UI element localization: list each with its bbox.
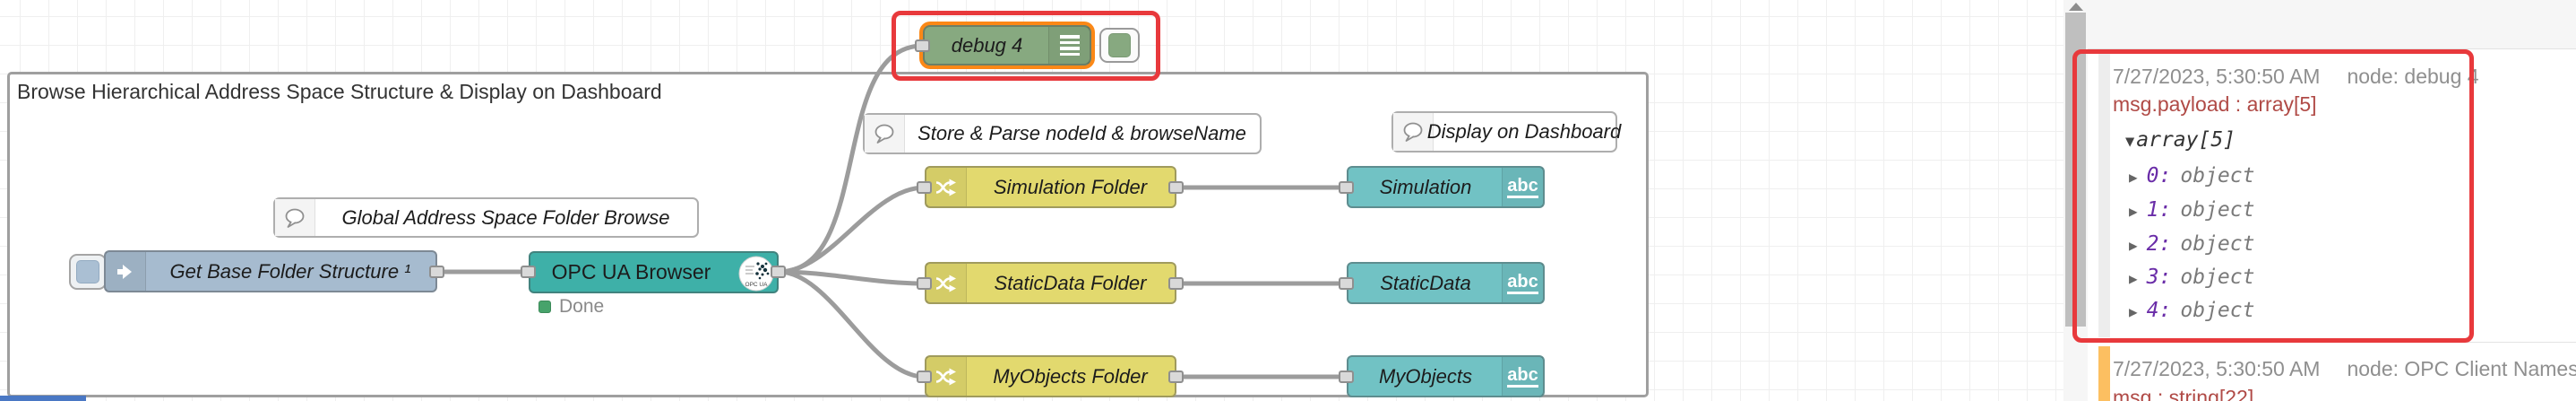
canvas-vertical-scrollbar[interactable]: [2063, 0, 2088, 401]
comment-icon: [275, 199, 315, 236]
node-label: MyObjects Folder: [993, 364, 1148, 388]
debug-list-icon: [1048, 27, 1090, 64]
wires-layer: [437, 43, 1347, 379]
node-label: StaticData Folder: [994, 271, 1147, 294]
switch-node-staticdata-folder[interactable]: StaticData Folder: [925, 262, 1176, 304]
message-gutter: [2098, 346, 2110, 401]
input-port[interactable]: [1339, 370, 1354, 383]
node-label: Simulation: [1379, 175, 1472, 198]
collapsed-icon: ▶: [2129, 237, 2138, 254]
output-port[interactable]: [1168, 277, 1184, 290]
group-label: Browse Hierarchical Address Space Struct…: [17, 80, 662, 103]
output-port[interactable]: [771, 266, 786, 278]
text-abc-icon: abc: [1502, 357, 1543, 396]
collapsed-icon: ▶: [2129, 303, 2138, 320]
output-port[interactable]: [1168, 370, 1184, 383]
input-port[interactable]: [1339, 181, 1354, 194]
message-meta: 7/27/2023, 5:30:50 AM node: debug 4: [2113, 65, 2576, 89]
message-property: msg.payload : array[5]: [2113, 92, 2317, 116]
wire[interactable]: [778, 43, 924, 275]
debug-toggle-button[interactable]: [1099, 28, 1140, 63]
message-meta: 7/27/2023, 5:30:50 AM node: OPC Client Na…: [2113, 357, 2576, 381]
node-label: Get Base Folder Structure ¹: [169, 259, 411, 283]
wire[interactable]: [778, 185, 926, 275]
opcua-browser-node[interactable]: OPC UA Browser OPC UA: [529, 251, 779, 293]
tree-entry[interactable]: ▶3:object: [2129, 266, 2255, 289]
input-port[interactable]: [1339, 277, 1354, 290]
output-port[interactable]: [429, 266, 444, 278]
ui-text-node-simulation[interactable]: Simulation abc: [1347, 166, 1545, 208]
debug-message[interactable]: 7/27/2023, 5:30:50 AM node: debug 4 msg.p…: [2088, 49, 2576, 341]
bottom-left-blue-strip: [0, 396, 86, 401]
node-label: StaticData: [1380, 271, 1471, 294]
switch-icon: [926, 168, 967, 206]
input-port[interactable]: [915, 39, 930, 52]
tree-entry[interactable]: ▶0:object: [2129, 164, 2255, 187]
message-timestamp: 7/27/2023, 5:30:50 AM: [2113, 357, 2321, 380]
comment-node-store-parse[interactable]: Store & Parse nodeId & browseName: [863, 113, 1262, 154]
debug-node[interactable]: debug 4: [923, 25, 1091, 65]
message-source: node: debug 4: [2347, 65, 2479, 88]
input-port[interactable]: [917, 277, 932, 290]
message-source: node: OPC Client Namespace Brow: [2347, 357, 2576, 380]
switch-node-myobjects-folder[interactable]: MyObjects Folder: [925, 355, 1176, 397]
debug-toggle-state: [1108, 33, 1131, 57]
ui-text-node-myobjects[interactable]: MyObjects abc: [1347, 355, 1545, 397]
status-dot: [538, 301, 551, 313]
comment-icon: [1393, 113, 1434, 151]
debug-sidebar: 7/27/2023, 5:30:50 AM node: debug 4 msg.p…: [2088, 0, 2576, 401]
previous-message-tail: [2088, 0, 2576, 49]
status-text: Done: [559, 296, 605, 317]
node-label: Simulation Folder: [993, 175, 1148, 198]
wire[interactable]: [778, 269, 926, 286]
comment-node-display-dashboard[interactable]: Display on Dashboard: [1391, 111, 1622, 153]
text-abc-icon: abc: [1502, 264, 1543, 302]
debug-message[interactable]: 7/27/2023, 5:30:50 AM node: OPC Client Na…: [2088, 342, 2576, 401]
node-label: OPC UA Browser: [551, 260, 711, 283]
comment-label: Global Address Space Folder Browse: [341, 205, 670, 229]
collapsed-icon: ▶: [2129, 203, 2138, 220]
inject-node[interactable]: Get Base Folder Structure ¹: [104, 250, 437, 292]
collapsed-icon: ▶: [2129, 270, 2138, 287]
comment-label: Store & Parse nodeId & browseName: [918, 122, 1246, 144]
message-property: msg : string[22]: [2113, 386, 2254, 401]
expanded-icon[interactable]: ▼: [2125, 133, 2135, 151]
node-label: MyObjects: [1379, 364, 1472, 388]
inject-button[interactable]: [69, 254, 107, 290]
switch-node-simulation-folder[interactable]: Simulation Folder: [925, 166, 1176, 208]
scrollbar-up-arrow[interactable]: [2069, 3, 2083, 11]
message-gutter: [2098, 53, 2110, 337]
message-timestamp: 7/27/2023, 5:30:50 AM: [2113, 65, 2321, 88]
flow-canvas[interactable]: Browse Hierarchical Address Space Struct…: [0, 0, 2063, 401]
comment-icon: [865, 115, 905, 153]
ui-text-node-staticdata[interactable]: StaticData abc: [1347, 262, 1545, 304]
node-status: Done: [538, 296, 604, 318]
svg-text:OPC UA: OPC UA: [745, 282, 769, 288]
tree-root[interactable]: ▼array[5]: [2125, 128, 2236, 152]
scrollbar-thumb[interactable]: [2065, 13, 2086, 327]
tree-entry[interactable]: ▶2:object: [2129, 232, 2255, 256]
node-label: debug 4: [951, 33, 1023, 57]
input-port[interactable]: [917, 370, 932, 383]
input-port[interactable]: [917, 181, 932, 194]
tree-entry[interactable]: ▶1:object: [2129, 198, 2255, 222]
switch-icon: [926, 357, 967, 396]
comment-node-global-browse[interactable]: Global Address Space Folder Browse: [273, 197, 699, 238]
tree-entry[interactable]: ▶4:object: [2129, 299, 2255, 322]
opcua-icon: OPC UA: [738, 256, 774, 292]
output-port[interactable]: [1168, 181, 1184, 194]
comment-label: Display on Dashboard: [1426, 120, 1622, 143]
input-port[interactable]: [521, 266, 536, 278]
collapsed-icon: ▶: [2129, 169, 2138, 186]
wire[interactable]: [778, 269, 926, 379]
inject-icon: [106, 252, 146, 291]
inject-button-inner: [76, 260, 99, 283]
switch-icon: [926, 264, 967, 302]
text-abc-icon: abc: [1502, 168, 1543, 206]
